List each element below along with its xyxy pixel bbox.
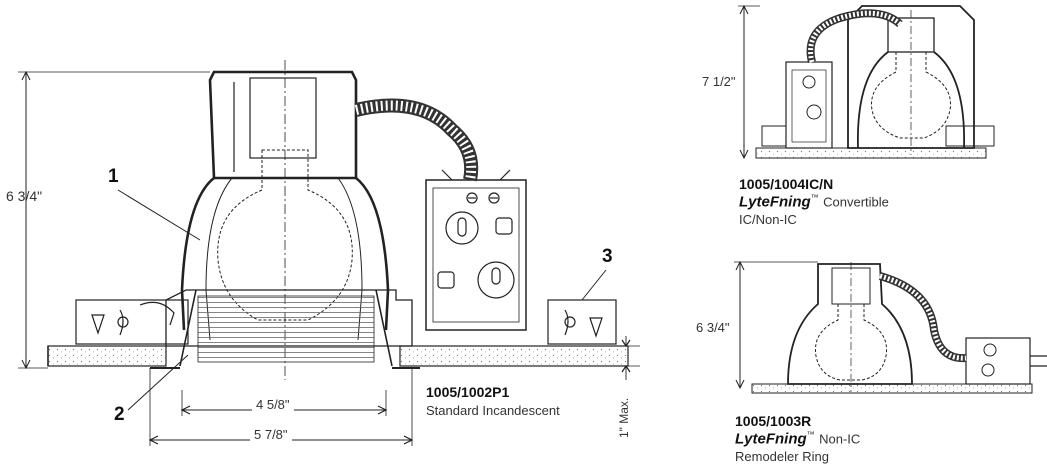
inner-width-dimension: 4 5/8" [252, 397, 294, 412]
ic-model-number: 1005/1004IC/N [739, 176, 834, 192]
remodel-description-2: Remodeler Ring [735, 449, 829, 464]
remodel-height-dimension: 6 3/4" [694, 320, 732, 335]
main-fixture-drawing [18, 60, 640, 446]
junction-box [425, 169, 527, 331]
ic-brand-name: LyteFning [739, 193, 811, 211]
ic-description-2: IC/Non-IC [739, 212, 797, 227]
main-model-number: 1005/1002P1 [426, 384, 510, 400]
ic-height-dimension: 7 1/2" [700, 74, 738, 89]
bracket-right [547, 299, 617, 345]
outer-width-dimension: 5 7/8" [250, 427, 292, 442]
callout-2: 2 [114, 404, 125, 425]
ic-description-1: Convertible [823, 194, 889, 210]
remodel-description-1: Non-IC [819, 431, 861, 447]
remodel-trademark: ™ [806, 430, 815, 439]
ic-fixture-drawing [738, 4, 995, 160]
remodel-brand-line: LyteFning™ Non-IC [735, 430, 860, 448]
remodel-junction-box [965, 337, 1031, 385]
main-description: Standard Incandescent [426, 403, 560, 418]
remodel-lamp [814, 303, 888, 381]
ic-junction-box [785, 61, 833, 149]
remodel-model-number: 1005/1003R [735, 413, 812, 429]
lamp-bulb [217, 149, 353, 321]
callout-3: 3 [602, 246, 613, 267]
remodel-brand-name: LyteFning [735, 430, 807, 448]
bracket-left [75, 299, 189, 345]
top-can [208, 70, 358, 180]
ceiling-left [47, 345, 167, 367]
remodel-fixture-drawing [734, 260, 1047, 394]
callout-1: 1 [108, 166, 119, 187]
ic-brand-line: LyteFning™ Convertible [739, 193, 889, 211]
ic-trademark: ™ [810, 193, 819, 202]
ceiling-right [399, 345, 629, 367]
flex-conduit [354, 98, 479, 182]
ic-housing [847, 5, 975, 149]
housing-dome [180, 176, 390, 331]
main-height-dimension: 6 3/4" [6, 188, 43, 204]
ceiling-thickness-label: 1" Max. [617, 397, 631, 438]
baffle-trim [179, 289, 393, 367]
remodel-housing [787, 263, 913, 385]
